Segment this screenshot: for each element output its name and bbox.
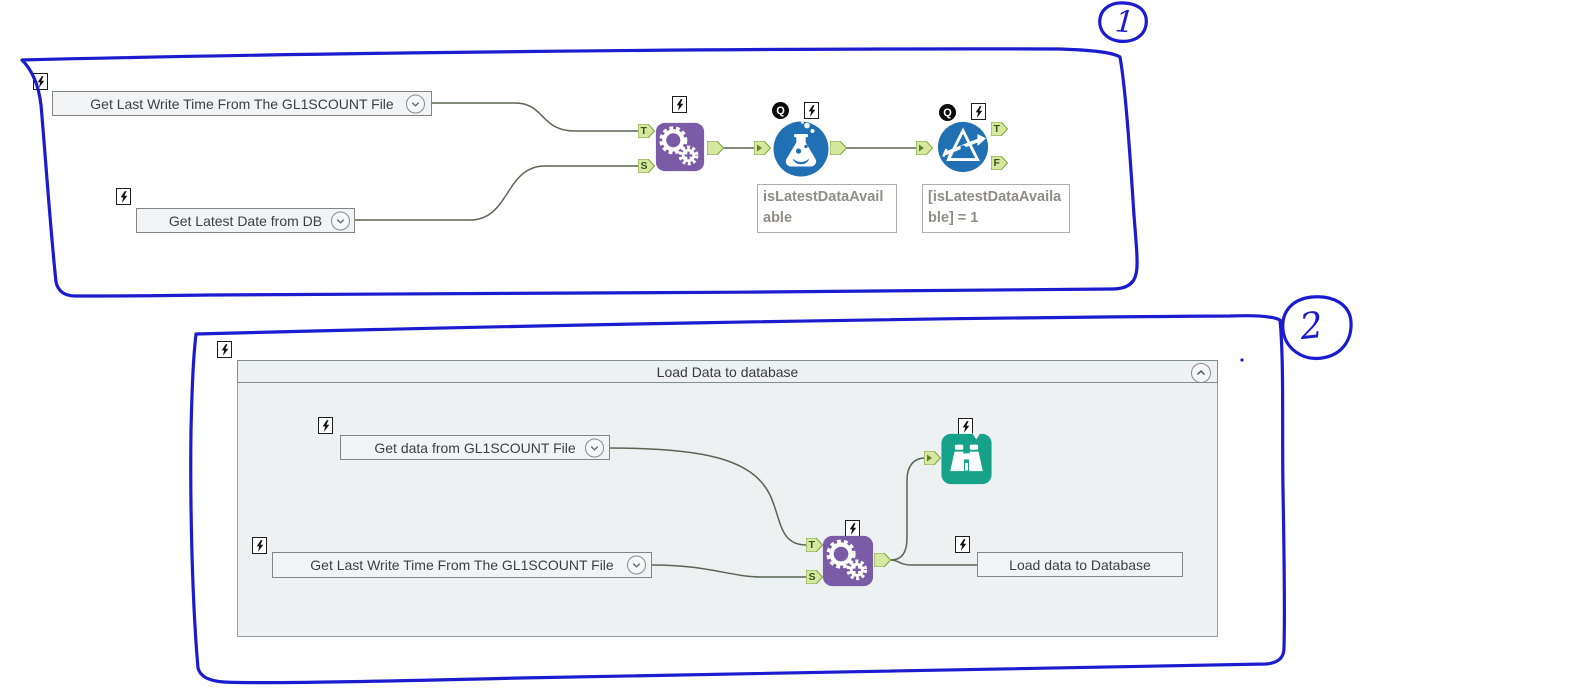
container-collapse-button[interactable] [1191,363,1211,383]
quality-badge: Q [939,104,956,121]
input-anchor-t[interactable]: T [638,124,655,138]
output-anchor[interactable] [830,141,847,155]
tool-annotation: isLatestDataAvailable [757,184,897,233]
macro-tool[interactable] [822,535,874,592]
input-anchor-s[interactable]: S [638,159,655,173]
event-bolt-icon [318,417,333,434]
quality-badge: Q [772,102,789,119]
filter-tool[interactable] [936,120,990,179]
event-bolt-icon [33,73,48,90]
tool-load-data[interactable]: Load data to Database [977,552,1183,577]
tool-box-label: Load data to Database [1009,556,1151,573]
input-anchor[interactable] [754,141,771,155]
output-anchor[interactable] [707,141,724,155]
output-anchor[interactable] [874,553,891,567]
tool-get-last-write-time-2[interactable]: Get Last Write Time From The GL1SCOUNT F… [272,552,652,578]
tool-get-latest-date[interactable]: Get Latest Date from DB [136,208,355,233]
gears-icon [822,535,874,587]
tool-box-label: Get Last Write Time From The GL1SCOUNT F… [90,95,394,112]
input-anchor-t[interactable]: T [806,538,823,552]
tool-box-label: Get Last Write Time From The GL1SCOUNT F… [310,557,614,573]
input-anchor[interactable] [916,141,933,155]
ink-dot [1240,358,1244,362]
binoculars-icon [941,433,992,485]
formula-tool[interactable] [772,119,830,182]
flask-icon [773,121,829,177]
output-anchor-false[interactable]: F [991,156,1008,170]
dropdown-chevron-icon[interactable] [406,94,425,113]
funnel-icon [937,121,989,173]
tool-container-title: Load Data to database [656,363,799,380]
event-bolt-icon [971,103,986,120]
connector [355,165,638,221]
input-anchor-s[interactable]: S [806,570,823,584]
chevron-up-icon [1196,369,1206,376]
marker-2: 2 [1297,304,1325,349]
tool-box-label: Get data from GL1SCOUNT File [374,439,576,456]
event-bolt-icon [217,341,232,358]
tool-get-data[interactable]: Get data from GL1SCOUNT File [340,435,610,460]
tool-get-last-write-time-1[interactable]: Get Last Write Time From The GL1SCOUNT F… [52,91,432,116]
gears-icon [655,122,705,172]
browse-tool[interactable] [940,433,993,490]
tool-container-header[interactable]: Load Data to database [237,360,1218,383]
dropdown-chevron-icon[interactable] [585,438,604,457]
event-bolt-icon [252,537,267,554]
tool-container-body [237,383,1218,637]
event-bolt-icon [672,96,687,113]
event-bolt-icon [955,536,970,553]
event-bolt-icon [804,102,819,119]
output-anchor-true[interactable]: T [991,122,1008,136]
marker-1: 1 [1113,4,1136,41]
event-bolt-icon [116,188,131,205]
dropdown-chevron-icon[interactable] [331,211,350,230]
tool-box-label: Get Latest Date from DB [168,212,323,229]
tool-annotation: [isLatestDataAvailable] = 1 [922,184,1070,233]
macro-tool[interactable] [655,122,705,177]
dropdown-chevron-icon[interactable] [627,555,646,575]
input-anchor[interactable] [924,451,941,465]
connector [432,102,638,132]
